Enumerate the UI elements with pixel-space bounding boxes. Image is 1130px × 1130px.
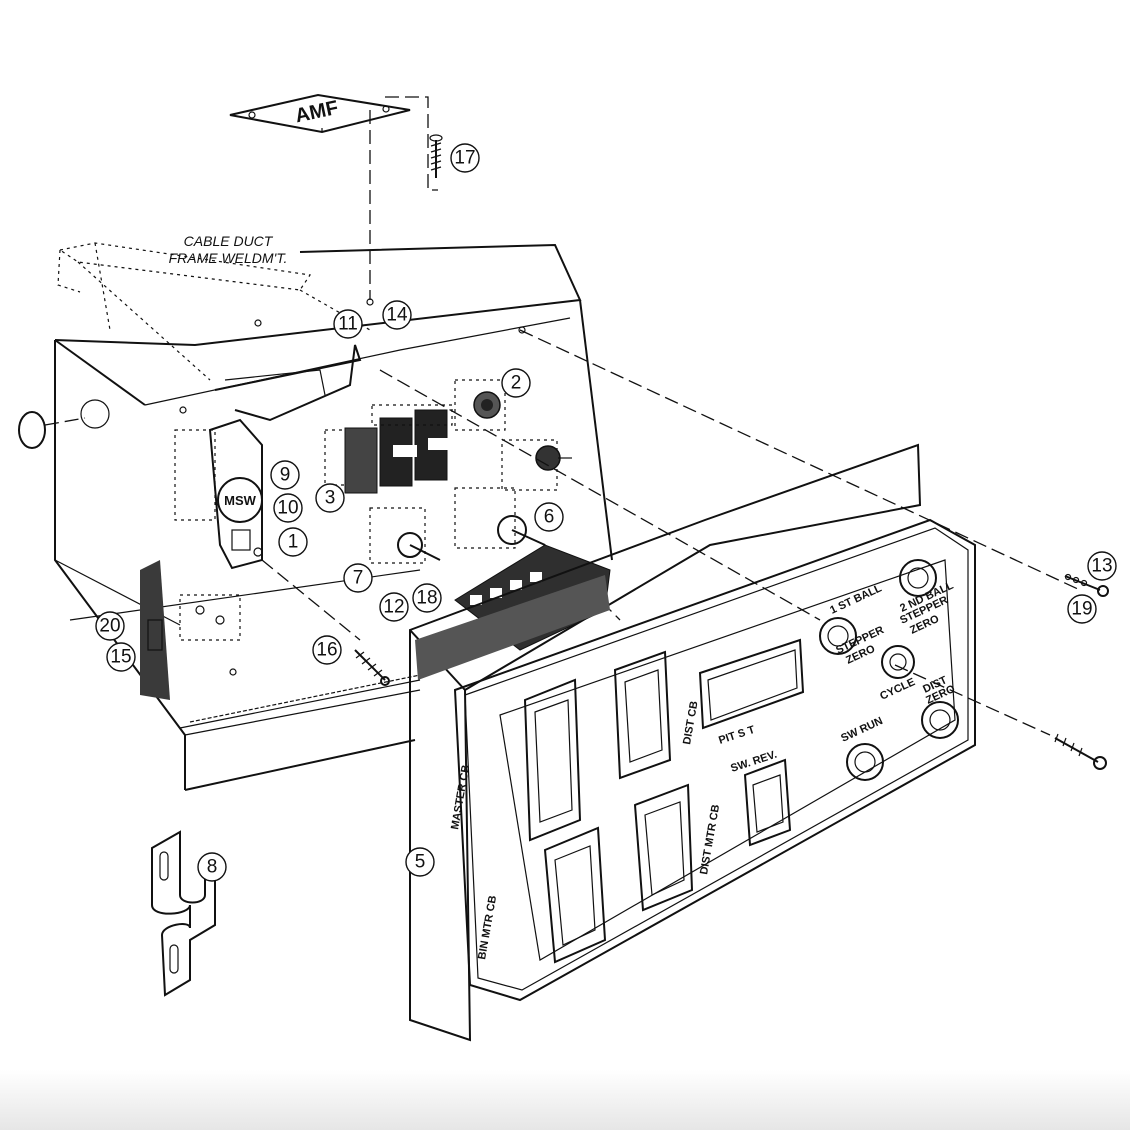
callout-9: 9	[270, 460, 300, 490]
svg-text:1: 1	[288, 532, 299, 553]
nameplate-text: AMF	[293, 97, 340, 128]
callout-5: 5	[405, 847, 435, 877]
dist-cb-label: DIST CB	[681, 700, 700, 745]
callout-16: 16	[312, 635, 342, 665]
msw-relay: MSW	[174, 418, 361, 641]
callout-18: 18	[412, 583, 442, 613]
svg-text:18: 18	[416, 588, 437, 609]
dist-mtr-cb-label: DIST MTR CB	[698, 804, 722, 876]
callout-2: 2	[501, 368, 531, 398]
page-footer-shade	[0, 1070, 1130, 1130]
screw-17	[429, 134, 443, 178]
callout-13: 13	[1087, 551, 1117, 581]
cable-duct-label-line2: FRAME WELDM'T.	[169, 250, 288, 266]
svg-text:6: 6	[544, 507, 555, 528]
callout-11: 11	[333, 309, 363, 339]
svg-text:13: 13	[1091, 556, 1112, 577]
svg-text:2: 2	[511, 373, 522, 394]
screw-13-19	[1064, 573, 1109, 597]
callout-12: 12	[379, 592, 409, 622]
sw-run-label: SW RUN	[839, 715, 885, 745]
svg-text:17: 17	[454, 148, 475, 169]
callout-14: 14	[382, 300, 412, 330]
svg-text:7: 7	[353, 568, 364, 589]
pushbutton-2	[454, 379, 572, 491]
cycle-label: CYCLE	[878, 676, 917, 703]
callout-17: 17	[450, 143, 480, 173]
bin-mtr-cb-label: BIN MTR CB	[476, 895, 499, 961]
nameplate: AMF	[229, 93, 438, 300]
svg-text:16: 16	[316, 640, 337, 661]
svg-text:14: 14	[386, 305, 408, 326]
callout-1: 1	[278, 527, 308, 557]
callout-20: 20	[95, 611, 125, 641]
svg-text:3: 3	[325, 488, 336, 509]
terminal-block	[179, 594, 241, 641]
cable-duct-label-line1: CABLE DUCT	[184, 233, 274, 249]
svg-text:5: 5	[415, 852, 426, 873]
svg-text:8: 8	[207, 857, 218, 878]
front-panel	[379, 329, 1081, 1042]
callout-19: 19	[1067, 594, 1097, 624]
callout-7: 7	[343, 563, 373, 593]
cable-duct-outline: CABLE DUCT FRAME WELDM'T.	[57, 233, 371, 381]
svg-text:12: 12	[383, 597, 404, 618]
callout-15: 15	[106, 642, 136, 672]
rocker-switches	[324, 404, 453, 494]
pit-s-t-label: PIT S T	[717, 724, 756, 747]
callout-8: 8	[197, 852, 227, 882]
first-ball-label-1: 1 ST BALL	[828, 582, 884, 616]
screw-16	[354, 649, 390, 686]
svg-text:19: 19	[1071, 599, 1092, 620]
screw-long	[1054, 733, 1107, 770]
callout-10: 10	[273, 493, 303, 523]
master-cb-label: MASTER CB	[449, 764, 472, 831]
svg-text:10: 10	[277, 498, 298, 519]
clamp-8	[151, 830, 216, 997]
callout-6: 6	[534, 502, 564, 532]
svg-text:11: 11	[338, 314, 358, 335]
callout-3: 3	[315, 483, 345, 513]
svg-text:20: 20	[99, 616, 120, 637]
housing-box	[18, 243, 613, 791]
svg-text:15: 15	[110, 647, 131, 668]
msw-label: MSW	[224, 493, 257, 508]
svg-text:9: 9	[280, 465, 291, 486]
